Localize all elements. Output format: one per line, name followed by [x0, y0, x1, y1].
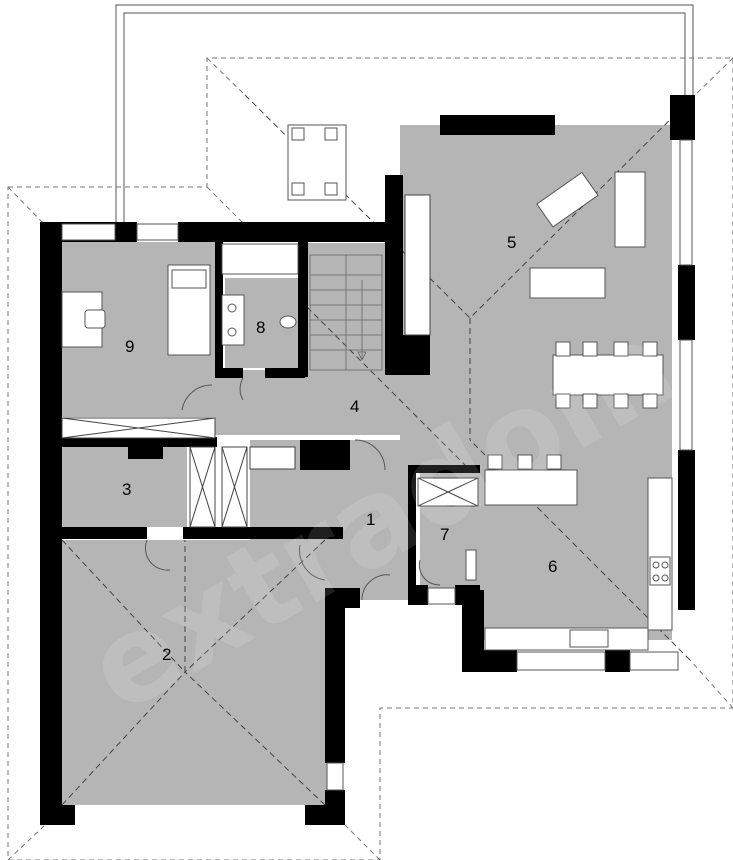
staircase: [309, 254, 383, 371]
wardrobes: [61, 194, 479, 528]
room-label-7: 7: [440, 525, 449, 544]
room-label-8: 8: [256, 318, 265, 337]
room-labels: 1 2 3 4 5 6 7 8 9: [122, 233, 557, 664]
room-label-9: 9: [125, 337, 134, 356]
doors: [144, 377, 441, 601]
room-label-4: 4: [350, 397, 359, 416]
room-label-5: 5: [507, 233, 516, 252]
walls: [40, 95, 695, 825]
terrace-pergola: [115, 4, 694, 222]
roof-outline: [7, 57, 733, 860]
furniture: [61, 124, 673, 651]
room-label-3: 3: [122, 480, 131, 499]
room-label-6: 6: [548, 557, 557, 576]
room-label-2: 2: [162, 645, 171, 664]
windows: [61, 139, 693, 791]
room-label-1: 1: [366, 510, 375, 529]
